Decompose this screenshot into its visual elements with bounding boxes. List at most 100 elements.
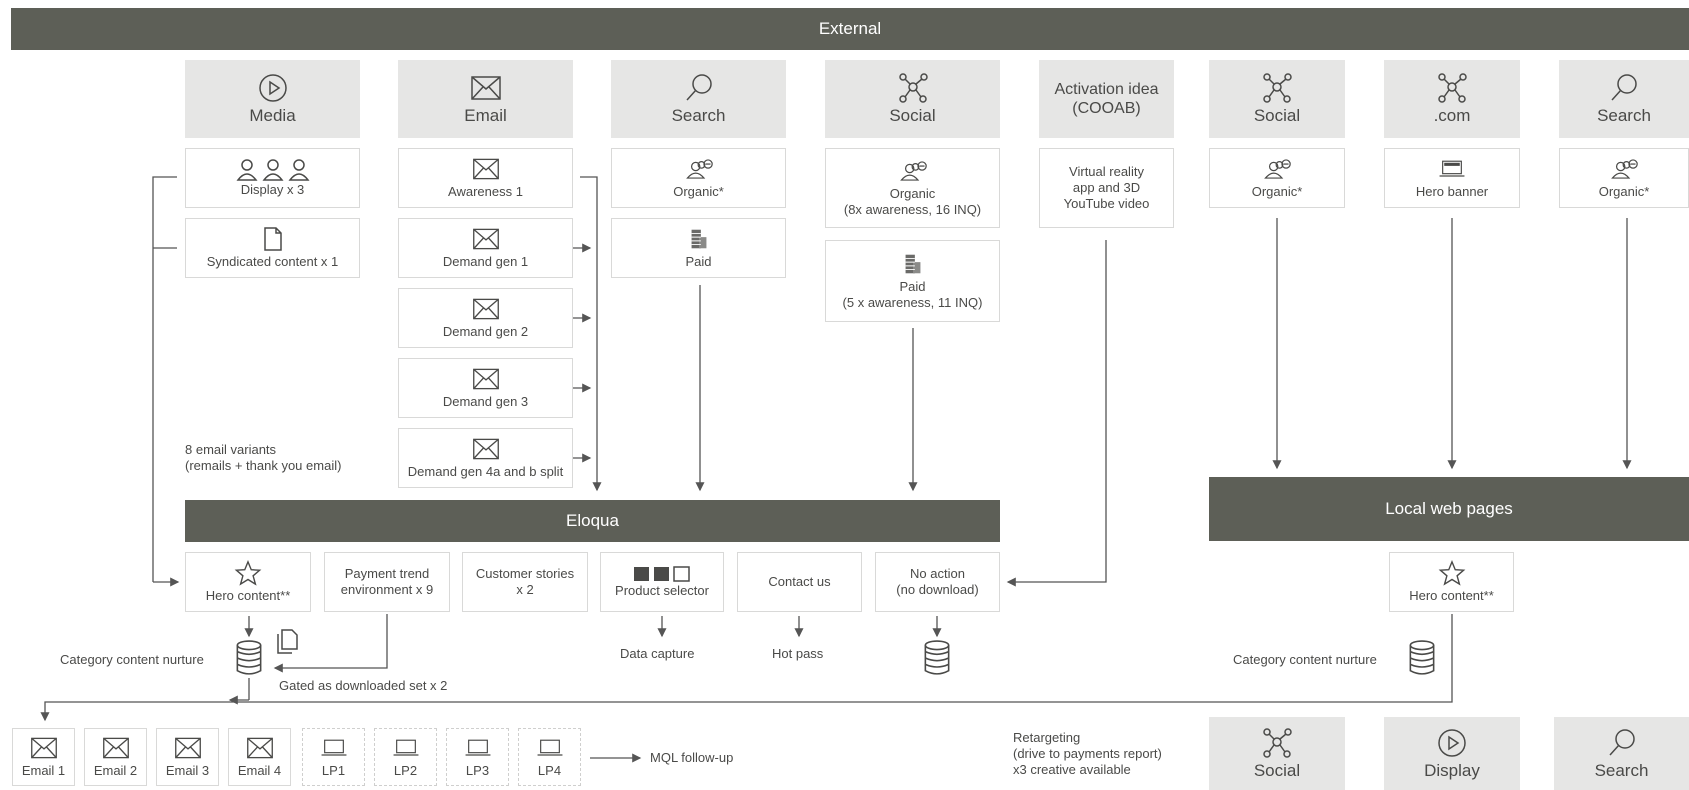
header-label: Display [1424,760,1480,780]
box-label: Demand gen 2 [442,324,529,339]
box-line: Customer stories [475,566,575,581]
play-icon [1436,727,1468,759]
hot-pass-label: Hot pass [772,646,824,661]
retargeting-note: Retargeting (drive to payments report) x… [1013,730,1162,778]
box-label: Email 3 [165,763,210,778]
star-icon [1438,560,1466,586]
person-icon [288,158,310,182]
eloqua-label: Eloqua [566,511,619,530]
landing-page-box: LP1 [302,728,365,786]
box-label: Syndicated content x 1 [206,254,339,269]
header-dotcom: .com [1384,60,1520,138]
documents-icon [274,628,302,656]
social-organic-box: Organic (8x awareness, 16 INQ) [825,148,1000,228]
hero-content-box: Hero content** [185,552,311,612]
box-label: LP4 [537,763,562,778]
note-line: Retargeting [1013,730,1081,745]
note-line: x3 creative available [1013,762,1131,777]
social-paid-box: Paid (5 x awareness, 11 INQ) [825,240,1000,322]
search-icon [1606,727,1638,759]
header-label: Email [464,106,507,125]
laptop-icon [1438,156,1466,182]
mail-icon [102,735,130,761]
box-label: Hero content** [1409,588,1494,603]
header-email: Email [398,60,573,138]
payment-trend-box: Payment trend environment x 9 [324,552,450,612]
header-search: Search [611,60,786,138]
bottom-email-box: Email 4 [228,728,291,786]
box-label: Paid [685,254,712,269]
social-network-icon [1261,72,1293,104]
external-label: External [818,19,882,38]
retargeting-social: Social [1209,717,1345,790]
contact-us-box: Contact us [737,552,862,612]
email-variants-note: 8 email variants (remails + thank you em… [185,442,341,474]
customer-stories-box: Customer stories x 2 [462,552,588,612]
organic-audience-icon [1263,156,1291,182]
gated-label: Gated as downloaded set x 2 [279,678,448,693]
mail-icon [472,436,500,462]
laptop-icon [320,735,348,761]
local-category-nurture-label: Category content nurture [1233,652,1377,667]
mail-icon [246,735,274,761]
header-label: Search [1597,106,1651,125]
retargeting-search: Search [1554,717,1689,790]
no-action-box: No action (no download) [875,552,1000,612]
email-item-box: Demand gen 2 [398,288,573,348]
note-line: (remails + thank you email) [185,458,342,473]
header-media: Media [185,60,360,138]
retargeting-display: Display [1384,717,1520,790]
landing-page-box: LP4 [518,728,581,786]
bottom-email-box: Email 2 [84,728,147,786]
box-label: Organic [889,186,936,201]
mail-icon [174,735,202,761]
box-label: Email 2 [93,763,138,778]
box-label: Contact us [768,574,831,589]
box-line: environment x 9 [340,582,434,597]
header-label: Social [889,106,936,125]
box-line: app and 3D [1072,180,1141,195]
media-display-box: Display x 3 [185,148,360,208]
header-social-right: Social [1209,60,1345,138]
box-line: YouTube video [1063,196,1150,211]
header-search-right: Search [1559,60,1689,138]
box-line: No action [910,566,965,581]
hero-banner-box: Hero banner [1384,148,1520,208]
category-nurture-label: Category content nurture [60,652,204,667]
box-label: LP2 [393,763,418,778]
landing-page-box: LP3 [446,728,509,786]
header-label: Search [1594,760,1649,780]
person-icon [262,158,284,182]
box-line: Payment trend [344,566,430,581]
social-network-icon [1436,72,1468,104]
email-item-box: Demand gen 3 [398,358,573,418]
activation-vr-box: Virtual reality app and 3D YouTube video [1039,148,1174,228]
local-hero-content-box: Hero content** [1389,552,1514,612]
external-bar: External [11,8,1689,50]
header-label: Media [249,106,296,125]
box-label: Hero banner [1415,184,1489,199]
header-label: Activation idea (COOAB) [1054,81,1159,117]
box-label: Product selector [615,583,709,598]
box-label: LP1 [321,763,346,778]
coins-icon [899,251,927,277]
header-label: Search [671,106,726,125]
social-network-icon [897,72,929,104]
header-label: .com [1433,106,1471,125]
box-line: x 2 [516,582,534,597]
mail-icon [472,296,500,322]
box-label: Demand gen 4a and b split [407,464,564,479]
box-label: Awareness 1 [448,184,523,199]
email-item-box: Awareness 1 [398,148,573,208]
database-icon [1408,640,1436,676]
mail-icon [472,156,500,182]
right-social-organic-box: Organic* [1209,148,1345,208]
header-label: Social [1253,760,1301,780]
mail-icon [472,226,500,252]
coins-icon [685,226,713,252]
box-label: Organic* [1598,184,1650,199]
email-item-box: Demand gen 1 [398,218,573,278]
organic-audience-icon [1610,156,1638,182]
search-icon [683,72,715,104]
laptop-icon [392,735,420,761]
